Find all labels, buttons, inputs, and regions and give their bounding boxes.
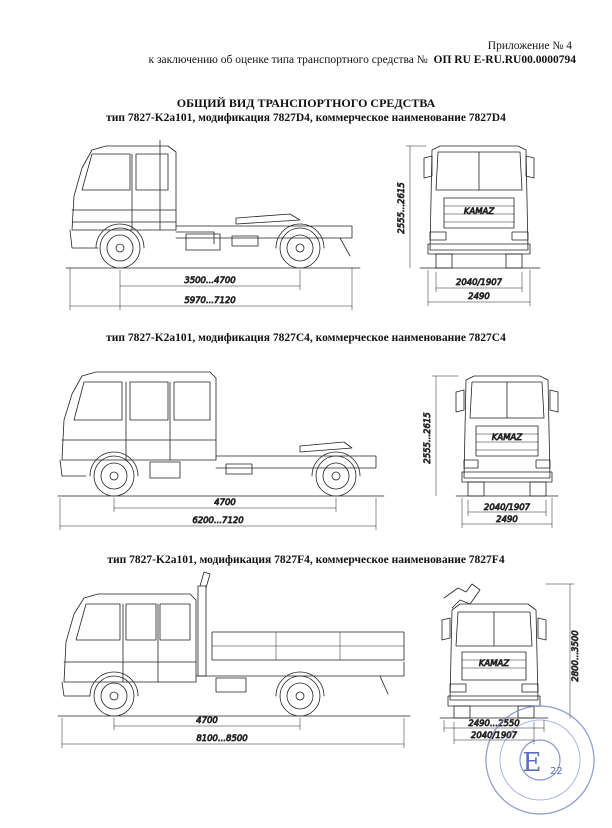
stamp-letter: E	[523, 748, 542, 778]
front-view-7827f4	[439, 583, 575, 745]
dim-wheelbase-7827f4: 4700	[196, 716, 218, 726]
dim-height-7827d4: 2555...2615	[397, 182, 407, 233]
dim-track-7827c4: 2040/1907	[484, 503, 531, 513]
dim-track-7827d4: 2040/1907	[456, 278, 503, 288]
caption-7827d4: тип 7827-K2a101, модификация 7827D4, ком…	[106, 112, 506, 124]
dim-length-7827f4: 8100...8500	[196, 734, 247, 744]
front-view-7827d4	[405, 145, 541, 307]
dim-length-7827c4: 6200...7120	[192, 516, 243, 526]
conclusion-number: ОП RU E-RU.RU00.0000794	[433, 54, 576, 66]
dim-width-7827c4: 2490	[496, 515, 518, 525]
stamp-number: 22	[550, 766, 563, 777]
dim-wheelbase-7827c4: 4700	[214, 498, 236, 508]
conclusion-prefix: к заключению об оценке типа транспортног…	[148, 54, 428, 66]
caption-7827f4: тип 7827-K2a101, модификация 7827F4, ком…	[107, 554, 505, 566]
grille-badge-7827c4: KAMAZ	[492, 433, 523, 443]
dim-width-7827f4: 2490...2550	[468, 719, 519, 729]
certification-stamp	[485, 705, 595, 815]
document-title: ОБЩИЙ ВИД ТРАНСПОРТНОГО СРЕДСТВА	[176, 96, 436, 110]
dim-track-7827f4: 2040/1907	[471, 731, 518, 741]
front-view-7827c4	[431, 375, 559, 529]
grille-badge-7827f4: KAMAZ	[479, 659, 510, 669]
dim-height-7827c4: 2555...2615	[423, 412, 433, 463]
side-view-7827f4	[57, 571, 411, 749]
dim-height-7827f4: 2800...3500	[571, 630, 581, 681]
appendix-label: Приложение № 4	[487, 40, 572, 52]
conclusion-reference: к заключению об оценке типа транспортног…	[148, 54, 576, 66]
caption-7827c4: тип 7827-K2a101, модификация 7827C4, ком…	[106, 332, 506, 344]
side-view-7827c4	[57, 371, 385, 531]
side-view-7827d4	[65, 139, 361, 311]
dim-width-7827d4: 2490	[468, 292, 490, 302]
grille-badge-7827d4: KAMAZ	[464, 207, 495, 217]
dim-length-7827d4: 5970...7120	[184, 296, 235, 306]
dim-wheelbase-7827d4: 3500...4700	[184, 276, 235, 286]
